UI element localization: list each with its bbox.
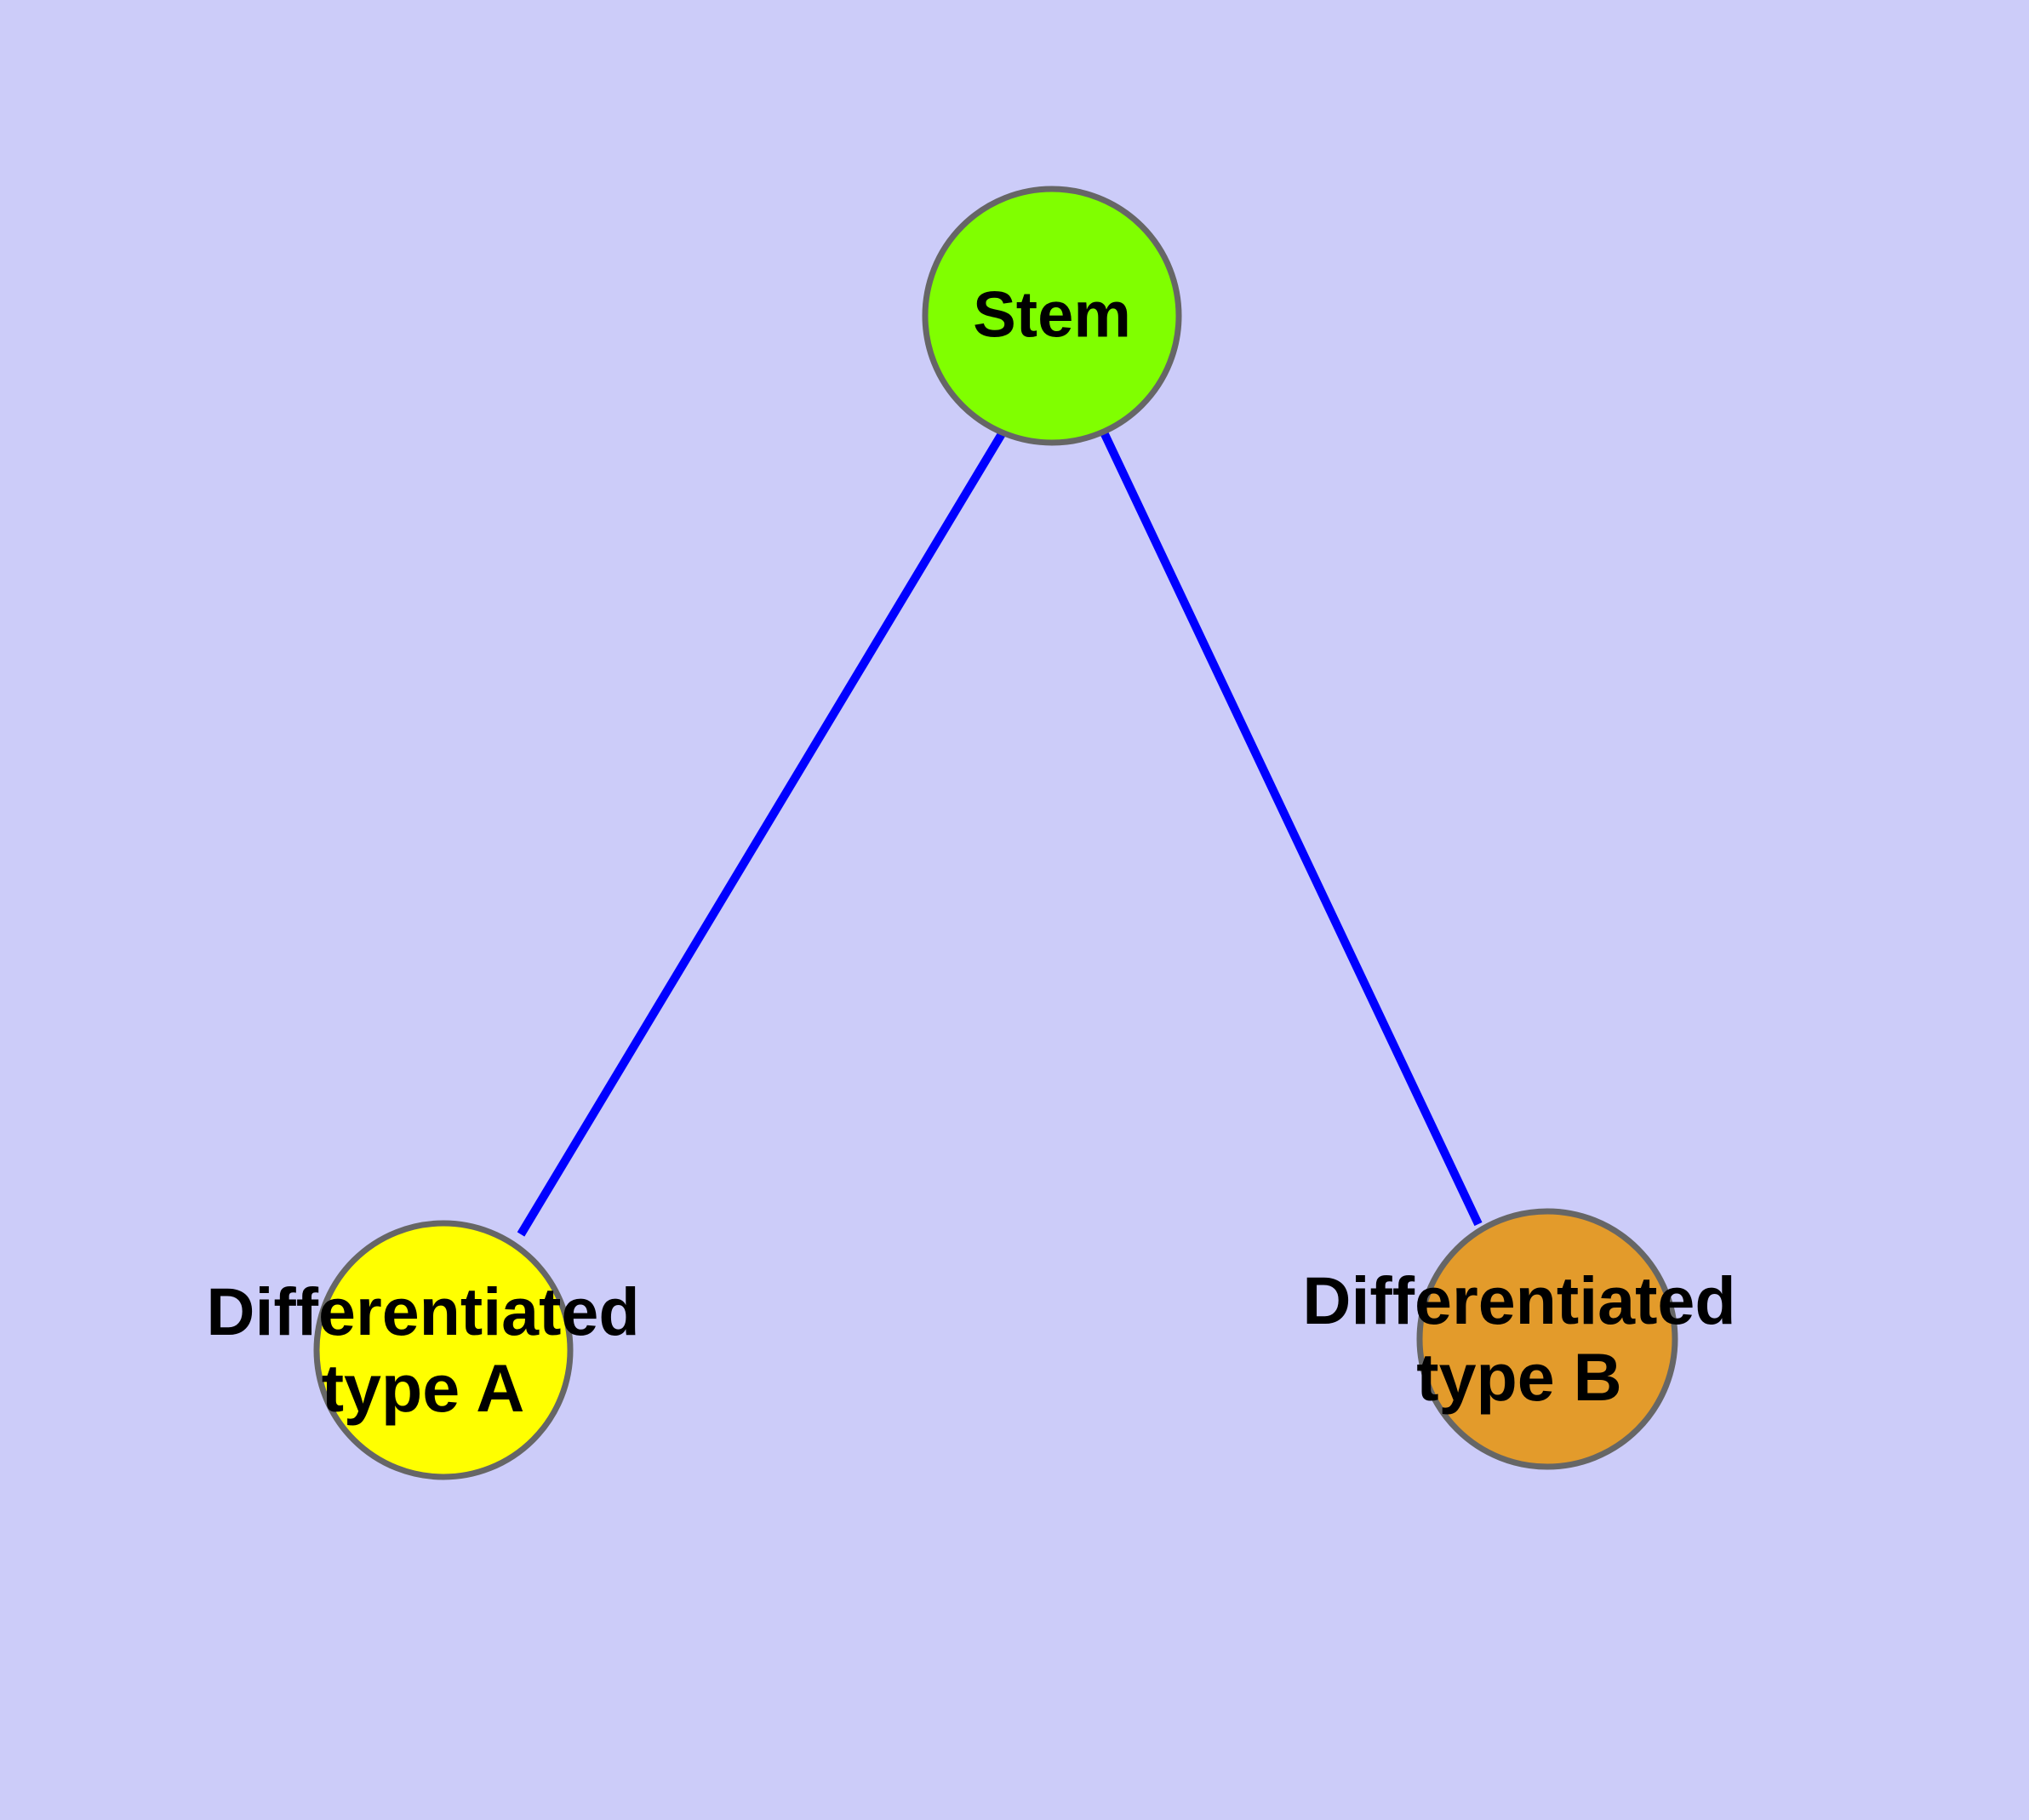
nodes-layer (313, 186, 1678, 1480)
graph-edge-stem-diff_b[interactable] (1100, 430, 1483, 1227)
edges-layer (517, 430, 1483, 1237)
graph-node-diff_b[interactable] (1416, 1208, 1678, 1470)
graph-node-diff_a[interactable] (313, 1220, 574, 1480)
graph-edge-stem-diff_a[interactable] (517, 430, 1007, 1237)
graph-node-stem[interactable] (922, 186, 1182, 446)
